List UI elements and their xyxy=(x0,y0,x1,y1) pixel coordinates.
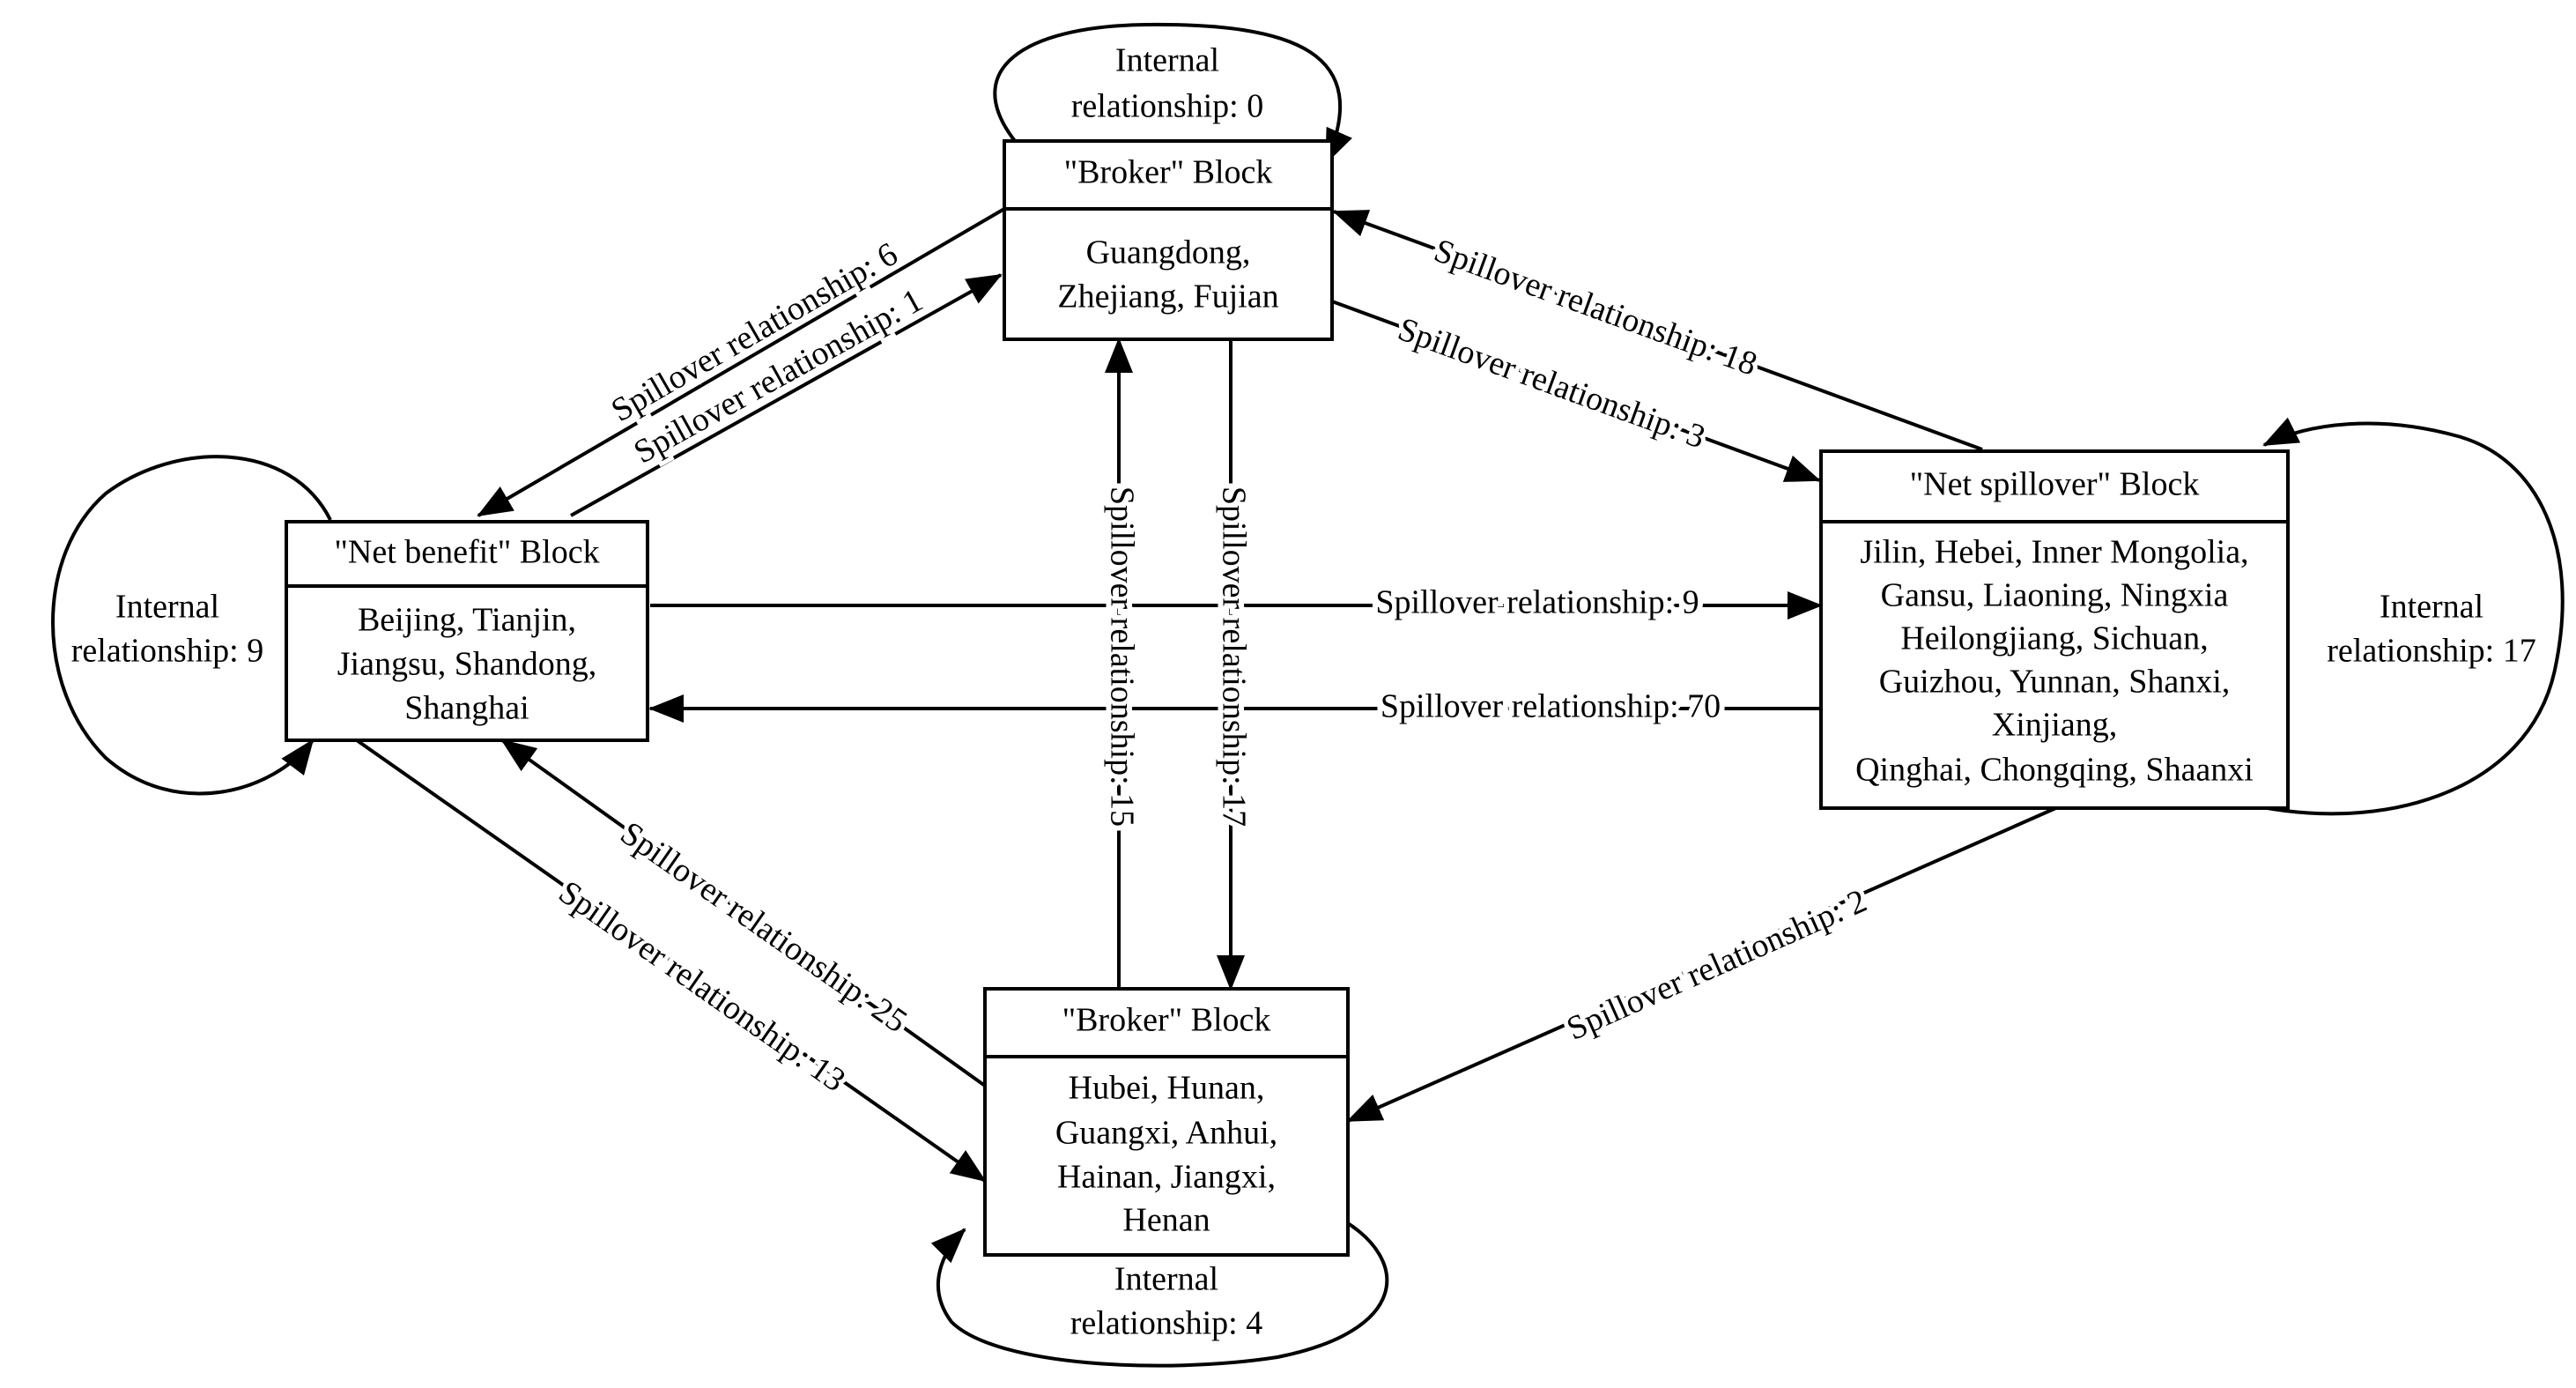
block-broker-top-title: "Broker" Block xyxy=(1064,154,1273,191)
edge-net-benefit-to-broker-top xyxy=(570,273,1003,517)
internal-label-broker-top: relationship: 0 xyxy=(1071,88,1263,125)
block-broker-bottom-body-box xyxy=(983,1055,1350,1257)
edge-broker-top-to-net-benefit xyxy=(477,207,1006,517)
internal-label-broker-bottom: Internal xyxy=(1114,1261,1218,1298)
block-broker-bottom-title: "Broker" Block xyxy=(1062,1002,1271,1039)
block-net-benefit-member-line: Shanghai xyxy=(404,690,529,727)
internal-label-broker-bottom: relationship: 4 xyxy=(1070,1305,1262,1342)
internal-label-broker-top: Internal xyxy=(1115,42,1219,79)
edge-label-broker-bottom-to-broker-top: Spillover relationship: 15 xyxy=(1103,486,1140,827)
edge-net-benefit-to-broker-bottom xyxy=(355,739,987,1183)
edge-net-spillover-to-broker-bottom xyxy=(1346,805,2061,1123)
block-broker-bottom-member-line: Henan xyxy=(1122,1202,1210,1239)
block-net-benefit: "Net benefit" Block Beijing, Tianjin, Ji… xyxy=(285,520,649,742)
block-net-spillover-member-line: Heilongjiang, Sichuan, xyxy=(1900,620,2208,657)
internal-loop-broker-bottom xyxy=(930,1219,1389,1368)
block-net-benefit-title-box xyxy=(285,520,649,588)
edge-net-spillover-to-broker-top xyxy=(1332,210,1983,451)
internal-loop-broker-top xyxy=(993,22,1352,165)
block-net-spillover-title: "Net spillover" Block xyxy=(1910,466,2200,503)
edge-label-broker-top-to-broker-bottom: Spillover relationship: 17 xyxy=(1215,486,1252,827)
edge-label-net-spillover-to-broker-bottom: Spillover relationship: 2 xyxy=(1561,882,1872,1048)
edge-label-net-benefit-to-broker-bottom: Spillover relationship: 13 xyxy=(552,873,853,1099)
block-broker-top: "Broker" Block Guangdong, Zhejiang, Fuji… xyxy=(1003,139,1334,341)
internal-label-net-benefit: relationship: 9 xyxy=(71,633,263,670)
block-broker-top-member-line: Zhejiang, Fujian xyxy=(1057,278,1278,315)
block-net-spillover-member-line: Jilin, Hebei, Inner Mongolia, xyxy=(1860,534,2248,571)
block-broker-bottom-member-line: Hainan, Jiangxi, xyxy=(1057,1159,1276,1196)
block-broker-bottom-member-line: Guangxi, Anhui, xyxy=(1055,1115,1277,1152)
block-broker-top-member-line: Guangdong, xyxy=(1086,234,1251,271)
edge-broker-top-to-net-spillover xyxy=(1331,300,1821,482)
internal-label-net-benefit: Internal xyxy=(115,589,219,626)
internal-loop-net-spillover xyxy=(2237,417,2565,816)
edge-broker-bottom-to-net-benefit xyxy=(500,739,987,1087)
block-net-spillover-member-line: Xinjiang, xyxy=(1992,707,2117,744)
block-broker-top-title-box xyxy=(1003,139,1334,211)
block-net-benefit-member-line: Beijing, Tianjin, xyxy=(358,602,576,639)
block-net-benefit-title: "Net benefit" Block xyxy=(334,534,599,571)
internal-loop-net-benefit xyxy=(51,455,332,796)
block-net-benefit-member-line: Jiangsu, Shandong, xyxy=(337,646,597,683)
block-broker-bottom-member-line: Hubei, Hunan, xyxy=(1069,1070,1265,1107)
block-net-spillover-member-line: Gansu, Liaoning, Ningxia xyxy=(1881,577,2229,614)
internal-label-net-spillover: relationship: 17 xyxy=(2327,633,2535,670)
block-net-spillover-member-line: Guizhou, Yunnan, Shanxi, xyxy=(1879,664,2231,701)
block-net-spillover-body-box xyxy=(1819,520,2290,810)
block-net-spillover-member-line: Qinghai, Chongqing, Shaanxi xyxy=(1855,752,2254,789)
internal-label-net-spillover: Internal xyxy=(2380,589,2483,626)
edge-label-net-spillover-to-net-benefit: Spillover relationship: 70 xyxy=(1381,688,1721,725)
block-broker-bottom: "Broker" Block Hubei, Hunan, Guangxi, An… xyxy=(983,987,1350,1257)
block-broker-top-body-box xyxy=(1003,207,1334,341)
block-broker-bottom-title-box xyxy=(983,987,1350,1058)
block-net-benefit-body-box xyxy=(285,584,649,742)
block-net-spillover: "Net spillover" Block Jilin, Hebei, Inne… xyxy=(1819,449,2290,810)
block-net-spillover-title-box xyxy=(1819,449,2290,523)
edge-label-net-benefit-to-net-spillover: Spillover relationship: 9 xyxy=(1375,584,1699,621)
